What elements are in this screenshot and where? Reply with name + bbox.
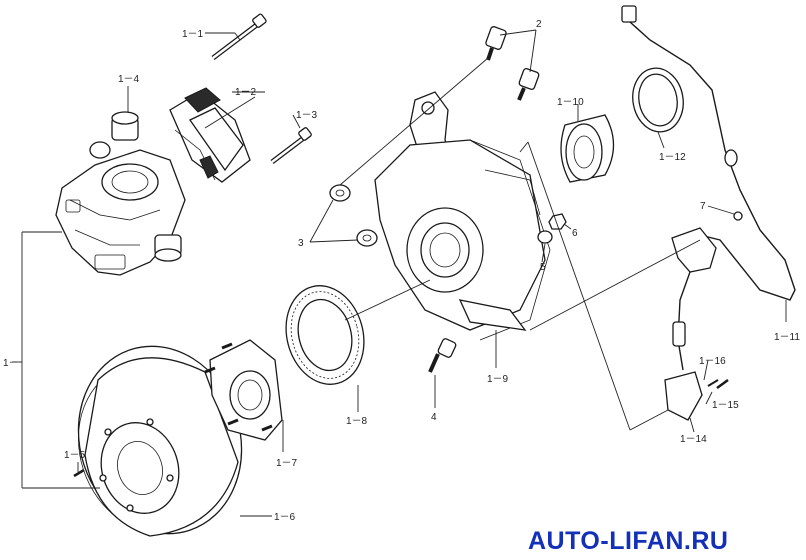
knuckle-nuts [329,184,378,247]
knuckle-bolts [485,26,540,101]
label-1-8: 1－8 [346,416,368,427]
label-1-12: 1－12 [659,152,686,163]
steering-knuckle [374,91,551,341]
label-1-14: 1－14 [680,434,707,445]
abs-sensor-harness [621,5,796,421]
label-1-1: 1－1 [182,29,204,40]
disc-screw [73,468,85,478]
snap-ring [632,67,684,133]
abs-tone-ring [285,285,365,385]
label-1-7: 1－7 [276,458,298,469]
shield-bolt [428,338,457,373]
brake-disc [77,345,243,537]
label-7: 7 [700,201,706,212]
label-1-9: 1－9 [487,374,509,385]
label-1-10: 1－10 [557,97,584,108]
brake-pads [169,87,251,183]
label-2: 2 [536,19,542,30]
label-5: 5 [540,262,546,273]
label-1-16: 1－16 [699,356,726,367]
label-1-3: 1－3 [296,110,318,121]
site-watermark: AUTO-LIFAN.RU [528,527,728,555]
label-3: 3 [298,238,304,249]
wheel-bearing [560,114,615,183]
label-4: 4 [431,412,437,423]
caliper-bolt-lower [270,127,312,164]
leader-lines [12,29,787,517]
part-labels: 1－1 1－2 1－3 1－4 1－ 1－5 1－6 1－7 1－8 1－9 1… [3,19,800,523]
brake-caliper [55,111,186,276]
label-6: 6 [572,228,578,239]
caliper-bolt-upper [211,13,267,60]
label-1-15: 1－15 [712,400,739,411]
wheel-hub [204,339,283,441]
label-1-11: 1－11 [774,332,800,343]
label-1-5: 1－5 [64,450,86,461]
label-1: 1－ [3,358,19,369]
nut-and-washer [537,213,567,244]
label-1-2: 1－2 [235,87,257,98]
label-1-4: 1－4 [118,74,140,85]
label-1-6: 1－6 [274,512,296,523]
